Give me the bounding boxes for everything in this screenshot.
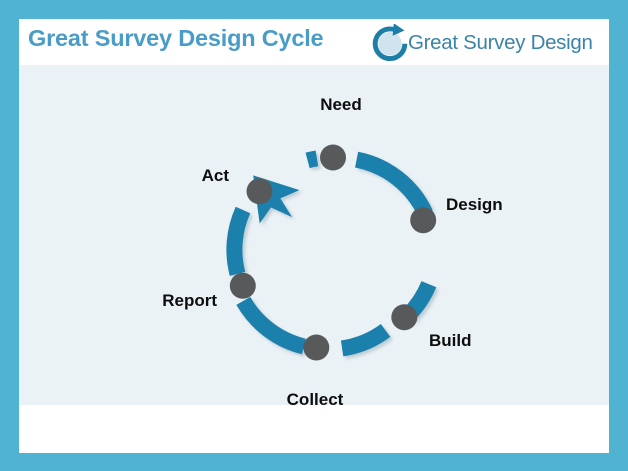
cycle-node-report[interactable] <box>229 272 256 299</box>
slide-header: Great Survey Design Cycle Great Survey D… <box>19 19 609 65</box>
cycle-label-act: Act <box>202 166 230 185</box>
cycle-node-build[interactable] <box>391 304 418 331</box>
circular-arrow-icon <box>372 24 408 62</box>
slide-card: Great Survey Design Cycle Great Survey D… <box>19 19 609 453</box>
cycle-label-need: Need <box>320 95 362 114</box>
slide-footer <box>19 405 609 453</box>
page-title: Great Survey Design Cycle <box>28 25 324 51</box>
cycle-labels: Need Design Build Collect Report Act <box>162 95 502 405</box>
cycle-label-collect: Collect <box>287 390 344 405</box>
cycle-node-need[interactable] <box>320 144 346 171</box>
cycle-arcs <box>226 150 437 357</box>
cycle-nodes <box>229 144 437 361</box>
arc-build-to-collect <box>340 323 391 357</box>
cycle-node-collect[interactable] <box>303 334 330 361</box>
arc-act-to-need-stub <box>305 150 319 169</box>
arc-need-to-design <box>354 151 433 218</box>
brand-lockup: Great Survey Design <box>371 23 593 63</box>
cycle-label-build: Build <box>429 331 472 350</box>
arc-report-to-act <box>226 206 251 276</box>
brand-name: Great Survey Design <box>408 31 593 54</box>
diagram-panel: Need Design Build Collect Report Act <box>19 65 609 405</box>
cycle-node-design[interactable] <box>410 207 437 234</box>
cycle-label-report: Report <box>162 291 217 310</box>
survey-design-cycle-diagram: Need Design Build Collect Report Act <box>162 95 502 405</box>
arc-collect-to-report <box>236 296 307 355</box>
cycle-node-act[interactable] <box>246 178 273 205</box>
cycle-label-design: Design <box>446 195 503 214</box>
